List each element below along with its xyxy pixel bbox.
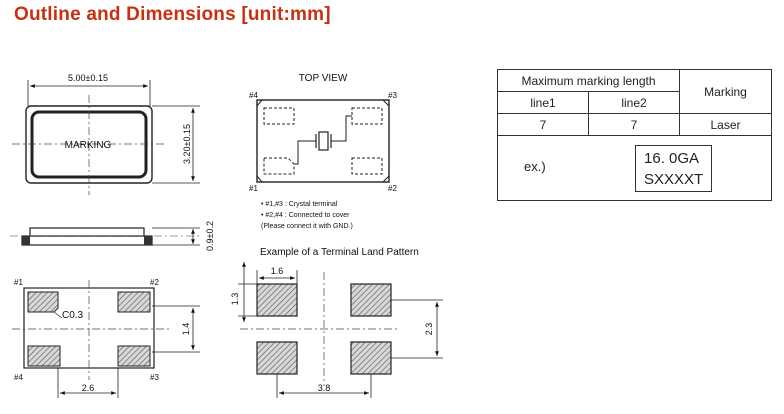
top-pin-3: #3 — [388, 91, 397, 100]
land-pad-3 — [256, 341, 298, 375]
header-marking: Marking — [679, 69, 772, 114]
land-pad-1 — [256, 283, 298, 317]
top-view-title: TOP VIEW — [299, 73, 348, 84]
land-pad-height-label: 1.3 — [230, 293, 240, 306]
example-cell: ex.) 16. 0GA SXXXXT — [497, 135, 772, 201]
note-1: • #1,#3 : Crystal terminal — [261, 201, 338, 208]
top-view: TOP VIEW #4 #3 #1 #2 • #1,#3 : Crystal t… — [249, 73, 397, 230]
page-title: Outline and Dimensions [unit:mm] — [14, 4, 331, 25]
example-marking-box: 16. 0GA SXXXXT — [635, 144, 713, 192]
top-pad-1 — [263, 157, 295, 175]
example-label: ex.) — [524, 159, 546, 175]
land-pattern: Example of a Terminal Land Pattern 1.6 1… — [230, 247, 443, 398]
line2-value: 7 — [588, 113, 680, 136]
bottom-pad-4 — [27, 345, 61, 367]
top-pin-2: #2 — [388, 184, 397, 193]
bottom-pin-2: #2 — [150, 278, 159, 287]
land-pitch-x-label: 3.8 — [318, 383, 331, 393]
outline-side: 0.9±0.2 — [10, 221, 215, 251]
bottom-pad-2 — [117, 291, 151, 313]
pad-pitch-x-label: 2.6 — [82, 383, 95, 393]
bottom-pad-3 — [117, 345, 151, 367]
top-pad-2 — [351, 157, 383, 175]
header-line2: line2 — [588, 91, 680, 114]
land-pitch-y-label: 2.3 — [424, 323, 434, 336]
outline-bottom: C0.3 #1 #2 #3 #4 2.6 1.4 — [12, 278, 200, 398]
bottom-pin-3: #3 — [150, 373, 159, 382]
marking-label: MARKING — [65, 140, 112, 151]
bottom-pin-4: #4 — [14, 373, 23, 382]
height-dim-label: 0.9±0.2 — [205, 221, 215, 251]
marking-table: Maximum marking length Marking line1 lin… — [497, 69, 772, 201]
example-line1: 16. 0GA — [644, 149, 700, 167]
length-dim-label: 5.00±0.15 — [68, 73, 108, 83]
top-pin-4: #4 — [249, 91, 258, 100]
note-2: • #2,#4 : Connected to cover — [261, 212, 350, 219]
side-body — [21, 235, 153, 246]
chamfer-label: C0.3 — [62, 310, 84, 321]
example-line2: SXXXXT — [644, 170, 704, 188]
bottom-pin-1: #1 — [14, 278, 23, 287]
top-pin-1: #1 — [249, 184, 258, 193]
pad-pitch-y-label: 1.4 — [181, 323, 191, 336]
land-pad-width-label: 1.6 — [271, 266, 284, 276]
header-line1: line1 — [497, 91, 589, 114]
land-pad-4 — [350, 341, 392, 375]
top-pad-3 — [351, 107, 383, 125]
line1-value: 7 — [497, 113, 589, 136]
width-dim-label: 3.20±0.15 — [182, 124, 192, 164]
outline-top: 5.00±0.15 MARKING 3.20±0.15 — [12, 73, 200, 195]
side-lid — [29, 227, 145, 237]
crystal-symbol — [318, 131, 329, 151]
land-pattern-title: Example of a Terminal Land Pattern — [260, 247, 419, 258]
top-pad-4 — [263, 107, 295, 125]
land-pad-2 — [350, 283, 392, 317]
bottom-pad-1 — [27, 291, 59, 313]
note-3: (Please connect it with GND.) — [261, 223, 353, 230]
marking-value: Laser — [679, 113, 772, 136]
header-max-length: Maximum marking length — [497, 69, 680, 92]
